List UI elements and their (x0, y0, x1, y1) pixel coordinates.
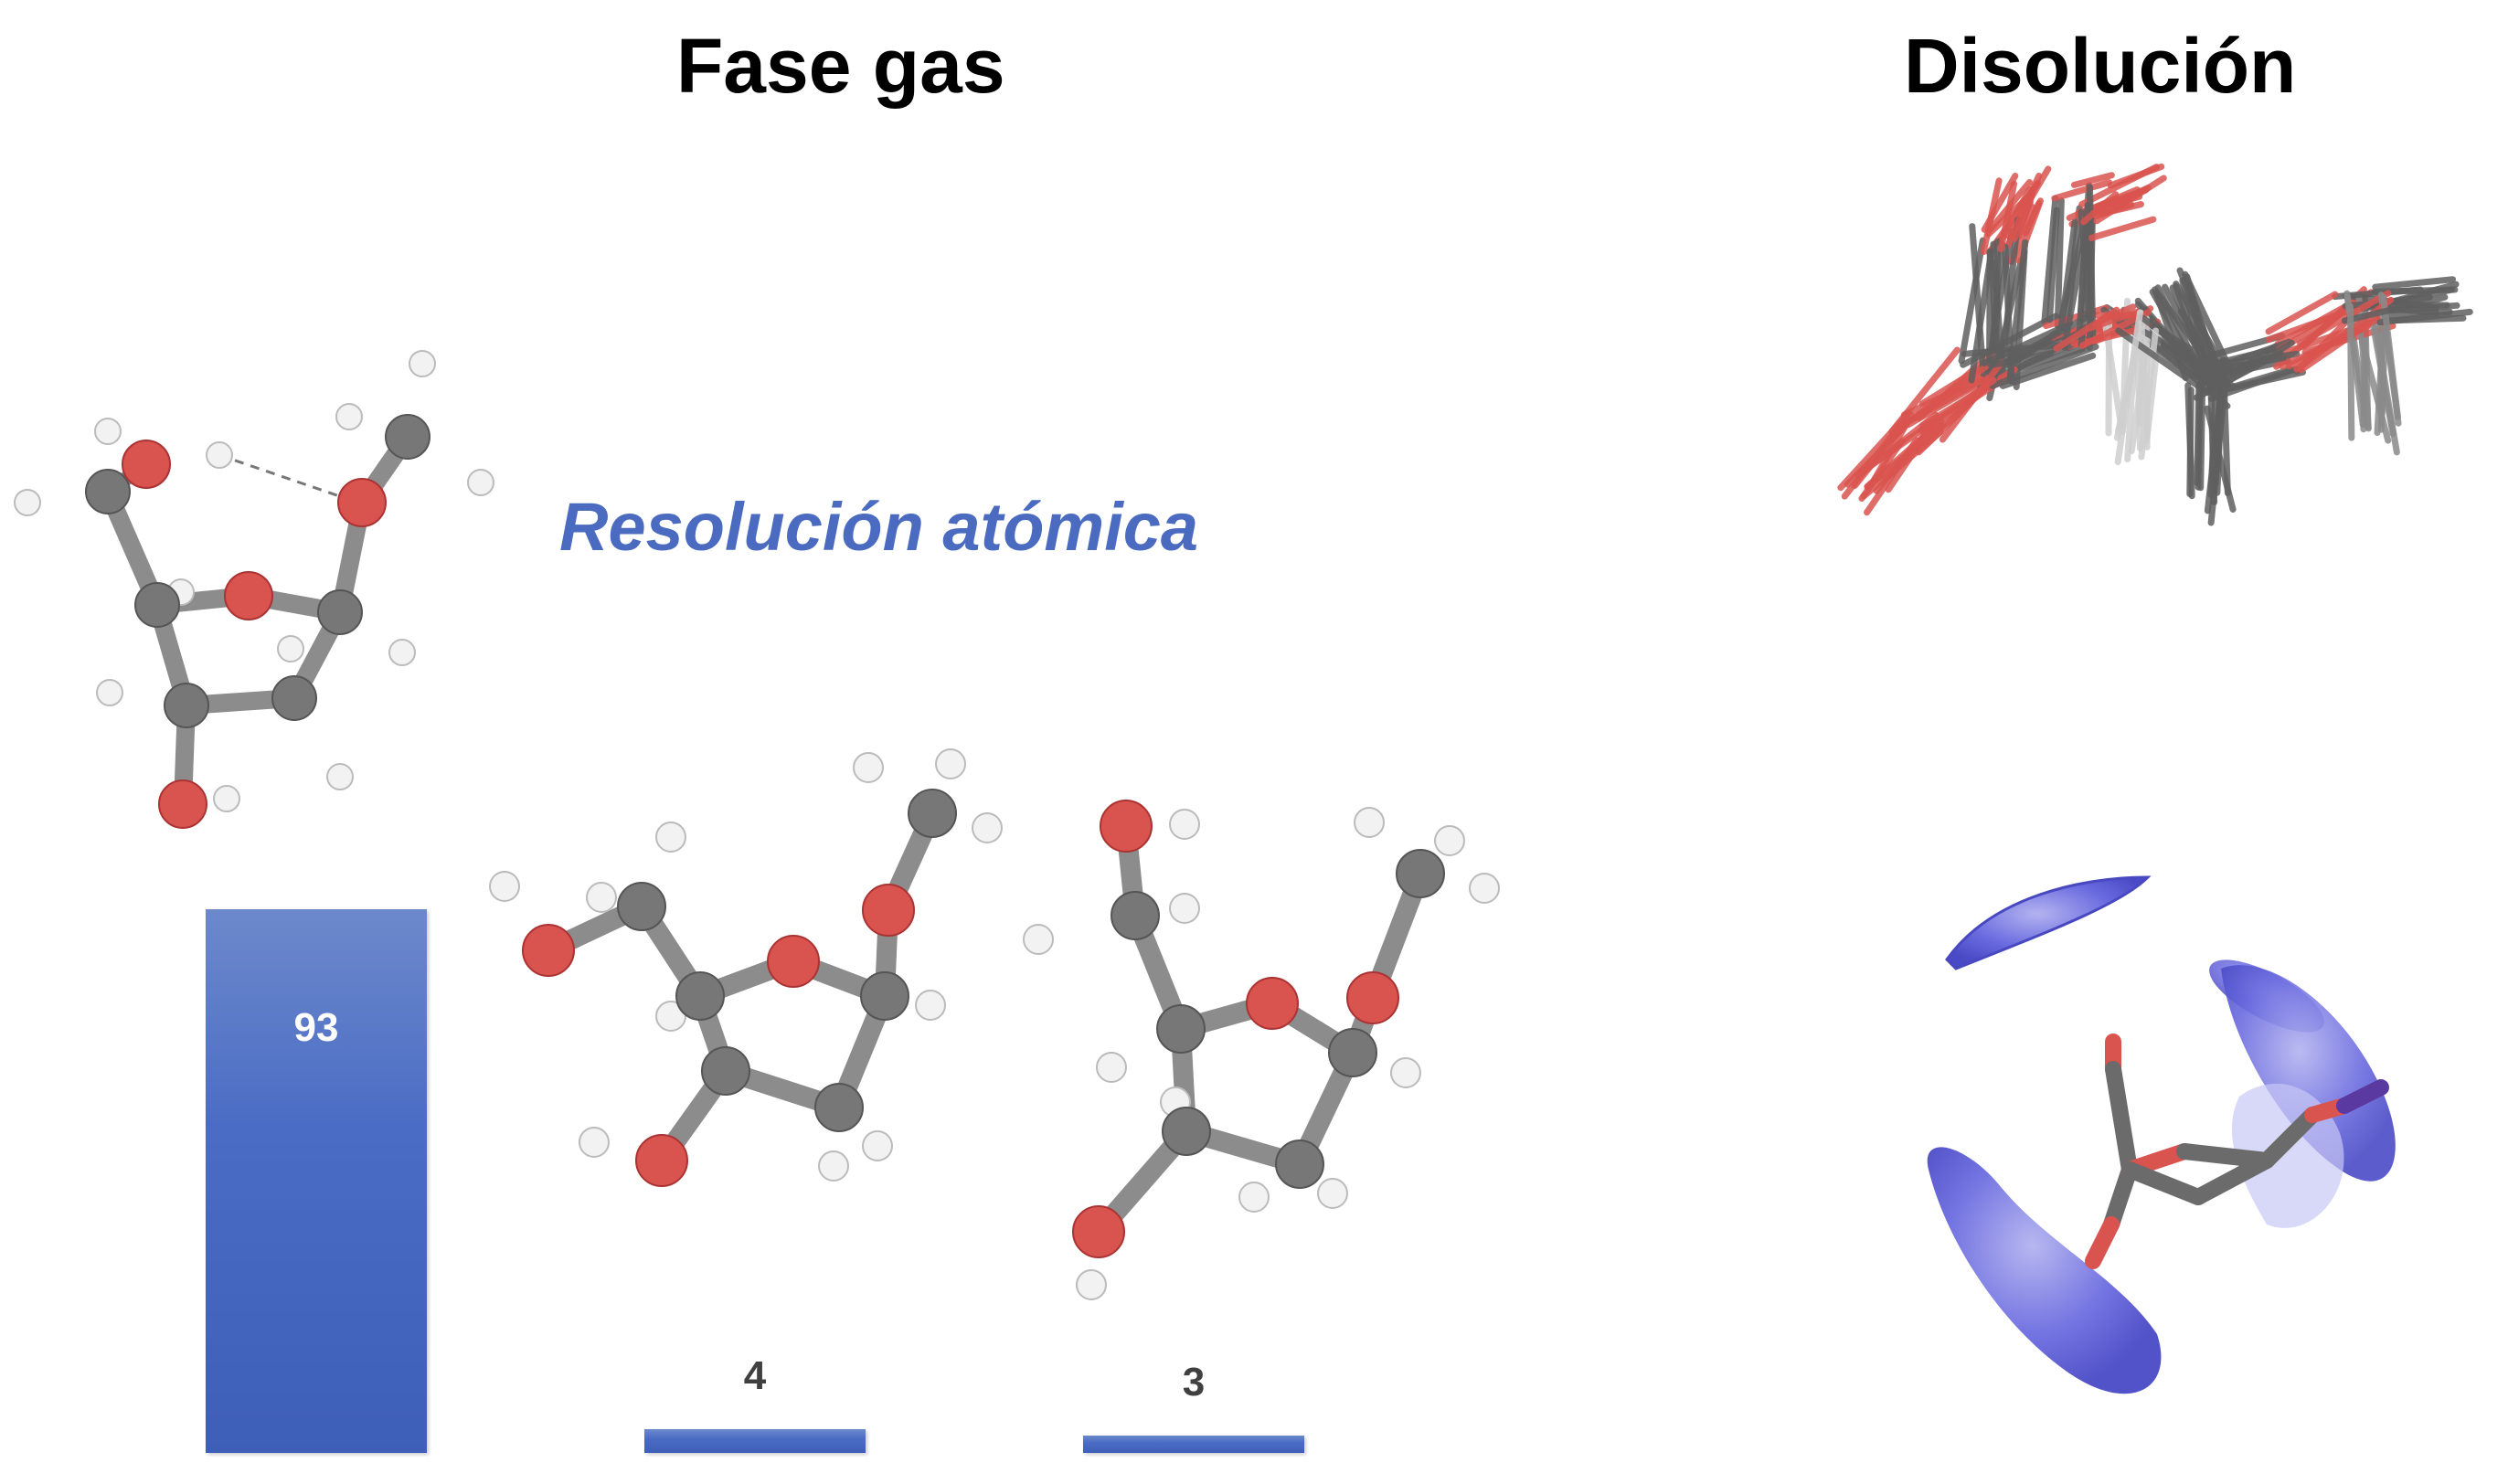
bar-value-label-1: 93 (293, 1004, 339, 1050)
molecule-ensemble-icon (1837, 163, 2473, 526)
molecule-conformer-3-icon (1023, 800, 1500, 1300)
heading-solution: Disolución (1904, 23, 2297, 109)
heading-gas-phase: Fase gas (676, 23, 1005, 109)
subtitle-atomic-resolution: Resolución atómica (559, 489, 1199, 565)
molecule-conformer-1-icon (14, 350, 494, 829)
molecule-conformer-2-icon (489, 748, 1003, 1187)
bar-value-label-2: 4 (743, 1353, 767, 1399)
bar-value-label-3: 3 (1182, 1359, 1206, 1404)
bar-2 (644, 1429, 866, 1453)
solvent-density-icon (1927, 875, 2396, 1394)
bar-3 (1083, 1435, 1304, 1453)
bar-1 (206, 908, 427, 1453)
